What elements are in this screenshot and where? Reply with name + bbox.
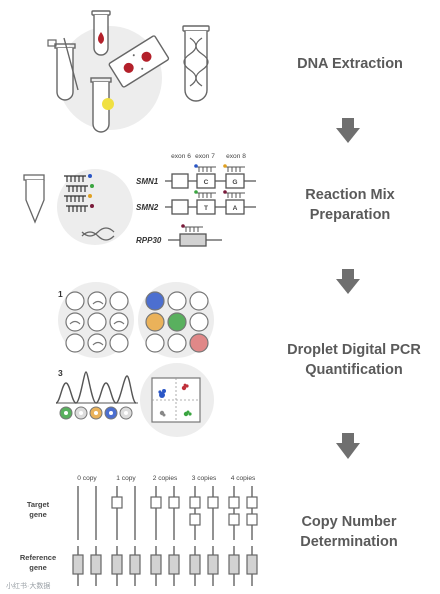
dna-extraction-illustration: [47, 10, 210, 133]
smn1-exon8-base: G: [232, 179, 237, 186]
ddpcr-panel-1-number: 1: [58, 289, 63, 299]
reference-copy-box: [207, 554, 219, 575]
reference-gene-label-line2: gene: [29, 563, 47, 572]
reference-copy-box: [129, 554, 141, 575]
droplet-grid-left: [65, 291, 129, 353]
watermark: 小红书·大数据: [6, 581, 50, 590]
smn2-gene-map: [165, 190, 256, 215]
copy-col-3-label: 3 copies: [192, 475, 217, 482]
step-3-label-line2: Quantification: [305, 362, 402, 378]
reference-copy-box: [189, 554, 201, 575]
copy-col-0-label: 0 copy: [77, 475, 97, 482]
dna-strand-icon: [81, 227, 115, 241]
step-3-label-line1: Droplet Digital PCR: [287, 342, 421, 358]
reference-copy-box: [90, 554, 102, 575]
blood-tube-icon: [91, 10, 111, 56]
down-arrow-1: [336, 118, 360, 143]
target-copy-box: [228, 513, 240, 526]
step-2-label-line1: Reaction Mix: [305, 187, 394, 203]
gene-smn1-label: SMN1: [136, 177, 159, 186]
target-copy-box: [150, 496, 162, 509]
smn1-exon7-base: C: [204, 179, 209, 186]
smn2-exon7-base: T: [204, 205, 208, 212]
reference-copy-box: [150, 554, 162, 575]
ddpcr-panel-3-number: 3: [58, 368, 63, 378]
down-arrow-3: [336, 433, 360, 459]
down-arrow-2: [336, 269, 360, 294]
target-copy-box: [189, 496, 201, 509]
exon-6-header: exon 6: [171, 153, 191, 160]
step-4-label-line1: Copy Number: [301, 514, 396, 530]
copy-column-4: [228, 486, 258, 586]
reference-copy-box: [246, 554, 258, 575]
target-copy-box: [168, 496, 180, 509]
reference-gene-label-line1: Reference: [20, 553, 56, 562]
copy-column-3: [189, 486, 219, 586]
reference-copy-box: [228, 554, 240, 575]
reaction-mix-illustration: exon 6 exon 7 exon 8 SMN1 C G SMN2: [23, 153, 256, 247]
sample-tube-icon: [47, 37, 79, 101]
target-gene-label-line1: Target: [27, 500, 50, 509]
gene-smn2-label: SMN2: [136, 203, 159, 212]
exon-7-header: exon 7: [195, 153, 215, 160]
droplet-grid-right: [145, 291, 209, 353]
reference-copy-box: [111, 554, 123, 575]
exon-8-header: exon 8: [226, 153, 246, 160]
copy-col-1-label: 1 copy: [116, 475, 136, 482]
step-1-label: DNA Extraction: [297, 56, 403, 72]
target-gene-label-line2: gene: [29, 510, 47, 519]
probe-set-icon: [64, 174, 94, 212]
copy-col-4-label: 4 copies: [231, 475, 256, 482]
target-copy-box: [207, 496, 219, 509]
fluorescence-peaks: [55, 371, 138, 420]
step-2-label-line2: Preparation: [310, 207, 391, 223]
chromosome-columns: [72, 486, 258, 586]
ddpcr-illustration: 1 3: [55, 282, 214, 437]
copy-column-1: [111, 486, 141, 586]
gene-rpp30-label: RPP30: [136, 236, 162, 245]
target-copy-box: [246, 496, 258, 509]
scatter-plot-icon: [151, 377, 201, 423]
copy-column-2: [150, 486, 180, 586]
rpp30-gene-map: [168, 224, 222, 247]
copy-number-illustration: 0 copy 1 copy 2 copies 3 copies 4 copies…: [20, 475, 258, 586]
target-copy-box: [228, 496, 240, 509]
step-4-label-line2: Determination: [300, 534, 398, 550]
dna-helix-tube-icon: [182, 25, 210, 102]
slide-card-icon: [108, 35, 170, 88]
copy-column-0: [72, 486, 102, 586]
copy-col-2-label: 2 copies: [153, 475, 178, 482]
reference-copy-box: [72, 554, 84, 575]
reference-copy-box: [168, 554, 180, 575]
target-copy-box: [246, 513, 258, 526]
smn1-gene-map: [165, 164, 256, 189]
eppendorf-tube-icon: [23, 174, 45, 224]
target-copy-box: [111, 496, 123, 509]
extracted-dna-tube-icon: [90, 77, 114, 133]
target-copy-box: [189, 513, 201, 526]
smn2-exon8-base: A: [233, 205, 238, 212]
